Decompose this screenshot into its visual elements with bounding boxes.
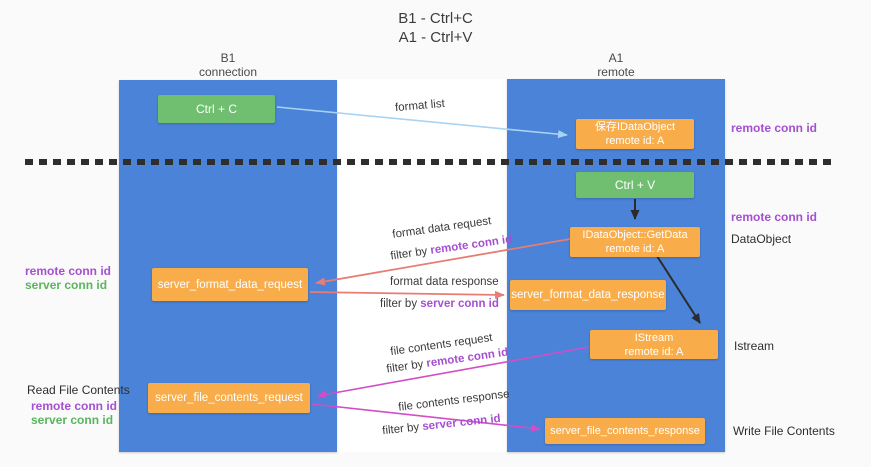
save-idataobject-box: 保存IDataObject remote id: A (576, 119, 694, 149)
server-format-data-request-label: server_format_data_request (157, 278, 303, 291)
right-remote-conn-id-mid: remote conn id (731, 210, 818, 224)
right-istream-label: Istream (734, 339, 775, 353)
istream-line2: remote id: A (624, 345, 684, 358)
istream-box: IStream remote id: A (590, 330, 718, 359)
server-file-contents-request-label: server_file_contents_request (155, 392, 303, 404)
server-conn-id-text: server conn id (420, 298, 499, 310)
right-dataobject-label: DataObject (731, 232, 792, 246)
server-file-contents-request-box: server_file_contents_request (148, 383, 310, 413)
server-file-contents-response-label: server_file_contents_response (550, 425, 700, 437)
title-line1: B1 - Ctrl+C (398, 10, 473, 27)
lifeline-a1-role: remote (597, 65, 635, 79)
right-remote-conn-id-top: remote conn id (731, 121, 818, 135)
ctrl-v-box: Ctrl + V (576, 172, 694, 198)
ctrl-v-label: Ctrl + V (614, 178, 656, 192)
left-server-conn-id-file: server conn id (31, 413, 114, 427)
left-remote-conn-id-format: remote conn id (25, 264, 112, 278)
diagram-title: B1 - Ctrl+C A1 - Ctrl+V (0, 9, 871, 47)
lifeline-header-a1: A1 remote (507, 51, 725, 79)
ctrl-c-label: Ctrl + C (195, 102, 237, 116)
filter-by-server-conn-id-label-1: filter by server conn id (380, 298, 499, 310)
filter-by-text: filter by (380, 298, 418, 310)
title-line2: A1 - Ctrl+V (398, 29, 473, 46)
server-file-contents-response-box: server_file_contents_response (545, 418, 705, 444)
getdata-line1: IDataObject::GetData (582, 229, 688, 241)
left-read-file-contents-label: Read File Contents (27, 383, 130, 397)
copy-paste-divider (25, 159, 836, 165)
ctrl-c-box: Ctrl + C (158, 95, 275, 123)
left-server-conn-id-format: server conn id (25, 278, 108, 292)
server-format-data-response-label: server_format_data_response (511, 289, 665, 301)
right-write-file-contents-label: Write File Contents (733, 424, 835, 438)
left-remote-conn-id-file: remote conn id (31, 399, 118, 413)
server-format-data-request-box: server_format_data_request (152, 268, 308, 301)
lifeline-a1-name: A1 (608, 51, 624, 65)
lifeline-header-b1: B1 connection (119, 51, 337, 79)
format-data-response-label: format data response (390, 276, 499, 288)
lifeline-b1-role: connection (198, 65, 258, 79)
save-idataobject-line2: remote id: A (605, 135, 665, 147)
lifeline-b1-name: B1 (220, 51, 236, 65)
server-format-data-response-box: server_format_data_response (510, 280, 666, 310)
idataobject-getdata-box: IDataObject::GetData remote id: A (570, 227, 700, 257)
getdata-line2: remote id: A (605, 243, 665, 255)
istream-line1: IStream (634, 331, 674, 344)
save-idataobject-line1: 保存IDataObject (594, 121, 676, 133)
